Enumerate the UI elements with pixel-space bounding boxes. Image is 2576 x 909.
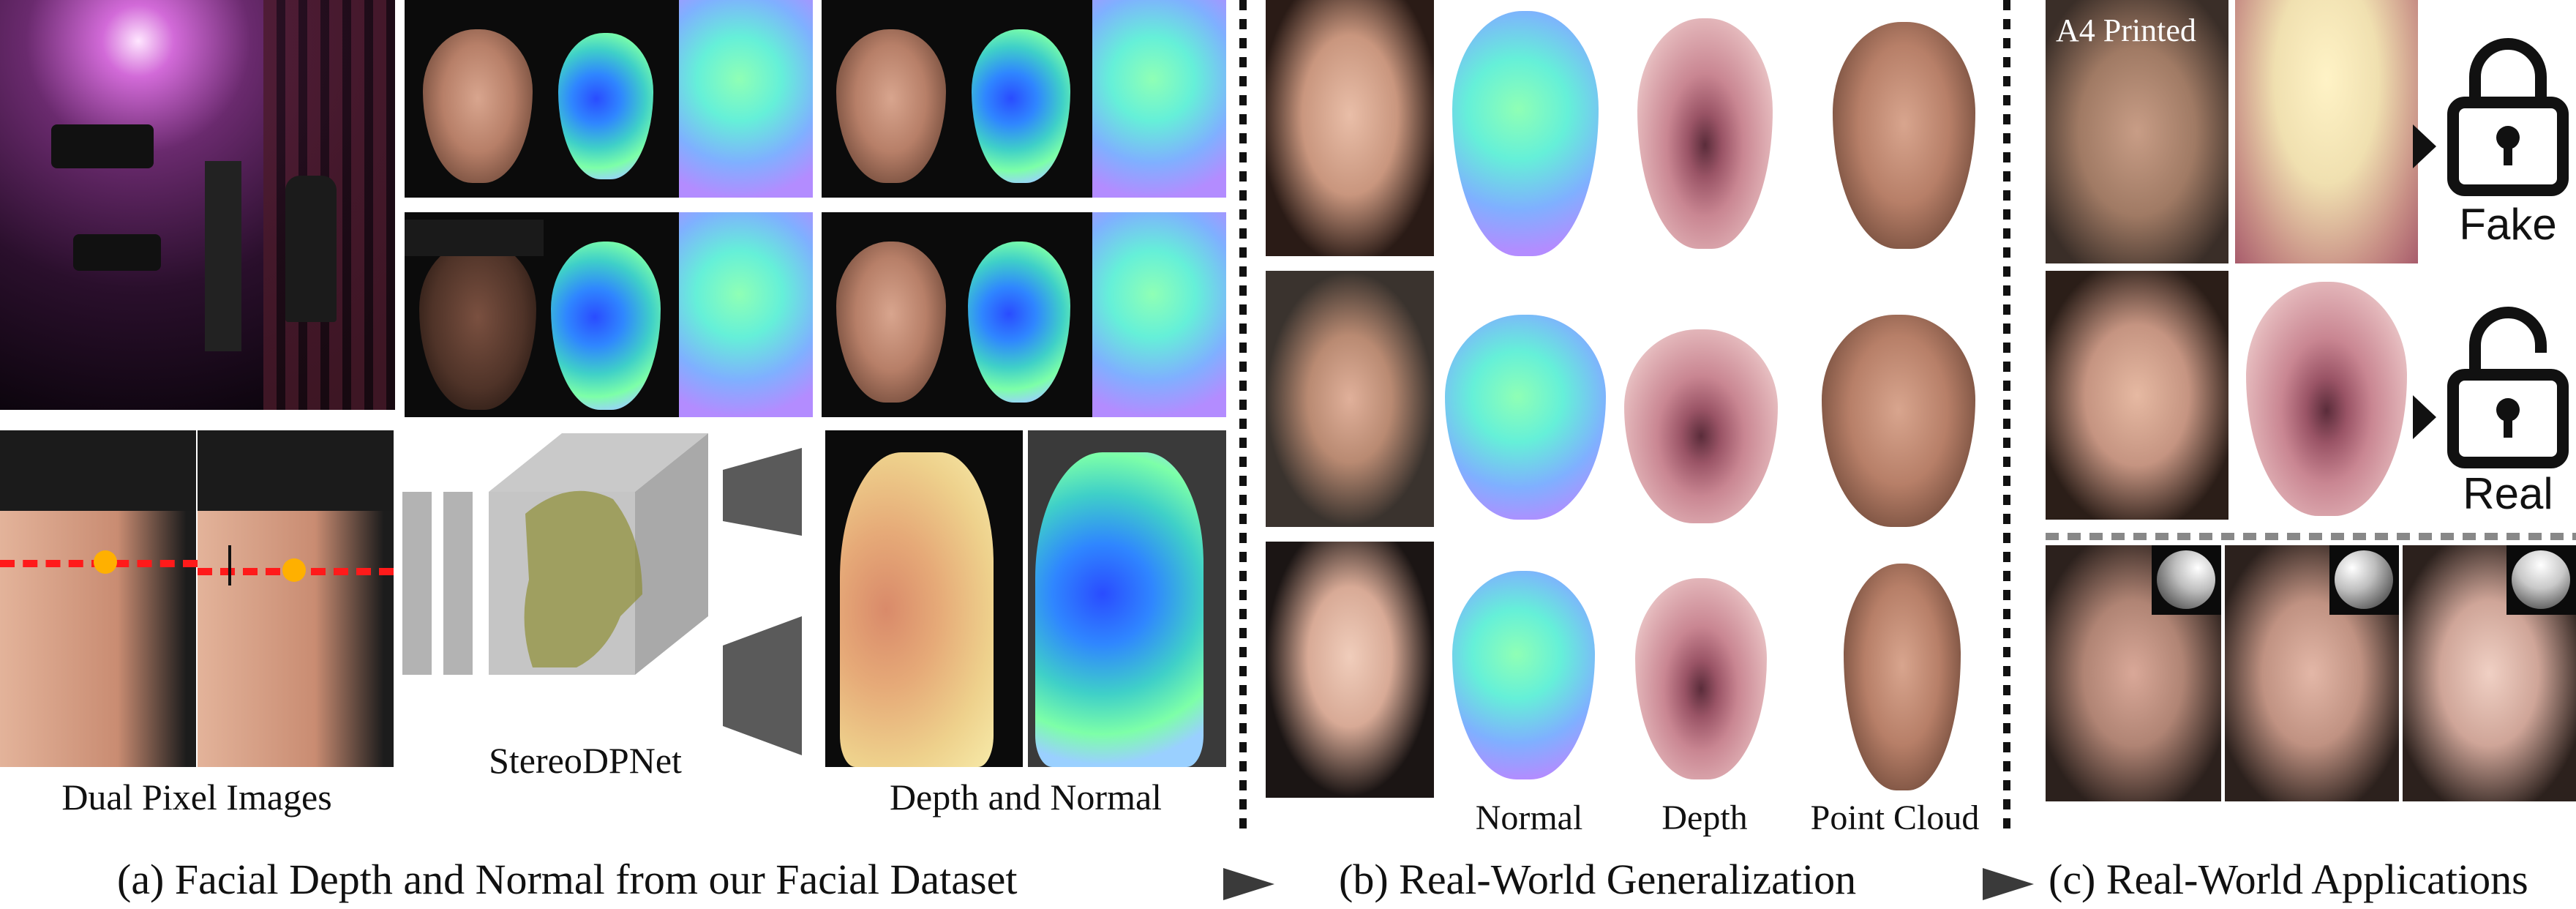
depth-map [972, 29, 1070, 183]
depth-map-3 [1635, 578, 1767, 779]
capture-rig-photo [0, 0, 395, 410]
portrait-photo-2 [1266, 271, 1434, 527]
face-photo [419, 242, 536, 410]
normal-label: Normal [1475, 798, 1583, 837]
lock-closed-icon [2447, 38, 2569, 196]
portrait-photo-3 [1266, 542, 1434, 798]
arrow-right-icon [2413, 124, 2436, 168]
fake-label: Fake [2459, 200, 2557, 249]
relit-face-3 [2403, 545, 2576, 801]
depth-map [558, 33, 653, 179]
sample-row2-set1 [405, 212, 813, 417]
correspondence-dot [282, 558, 306, 582]
output-depth-map [825, 430, 1023, 767]
face-photo [836, 242, 946, 403]
output-normal-map [1028, 430, 1226, 767]
decoder-trapezoid-top [723, 448, 802, 536]
depth-map [968, 242, 1070, 403]
lock-open-icon [2447, 307, 2569, 468]
point-cloud-2 [1822, 315, 1975, 527]
arrow-right-icon [1223, 868, 1274, 900]
light-sphere-icon [2152, 545, 2221, 615]
point-cloud-1 [1833, 22, 1975, 249]
relit-face-2 [2225, 545, 2399, 801]
real-label: Real [2463, 469, 2553, 518]
sample-row2-set2 [822, 212, 1226, 417]
section-divider [2003, 0, 2010, 834]
cube-side [635, 433, 708, 675]
face-volume [524, 490, 642, 667]
output-label: Depth and Normal [889, 777, 1163, 818]
section-divider [1239, 0, 1247, 834]
caption-c: (c) Real-World Applications [2049, 856, 2528, 903]
sample-row1-set2 [822, 0, 1226, 198]
arrow-right-icon [2413, 395, 2436, 439]
normal-map [679, 0, 813, 198]
printed-tag: A4 Printed [2056, 12, 2196, 48]
disparity-arrow-icon [228, 545, 231, 586]
light-sphere-icon [2329, 545, 2399, 615]
light-sphere-icon [2506, 545, 2576, 615]
printed-face-photo: A4 Printed [2046, 0, 2228, 263]
real-face-photo [2046, 271, 2228, 520]
normal-map-3 [1452, 571, 1595, 779]
depth-map-2 [1624, 329, 1778, 523]
depth-map-1 [1637, 18, 1773, 249]
headband [405, 220, 544, 256]
network-label: StereoDPNet [489, 740, 682, 781]
dual-pixel-label: Dual Pixel Images [61, 777, 332, 818]
normal-map [1092, 212, 1226, 417]
point-cloud-label: Point Cloud [1810, 798, 1980, 837]
dual-pixel-left-image [0, 430, 196, 767]
input-layer-2 [443, 492, 473, 675]
dual-pixel-right-image [198, 430, 394, 767]
depth-map [551, 242, 661, 410]
normal-map [1092, 0, 1226, 198]
sample-row1-set1 [405, 0, 813, 198]
face-photo [836, 29, 946, 183]
relit-face-1 [2046, 545, 2221, 801]
caption-a: (a) Facial Depth and Normal from our Fac… [117, 856, 1018, 903]
caption-b: (b) Real-World Generalization [1339, 856, 1857, 903]
network-diagram [402, 433, 802, 755]
correspondence-dot [94, 550, 117, 574]
printed-depth-map [2235, 0, 2418, 263]
real-depth-map [2246, 282, 2407, 516]
face-photo [423, 29, 533, 183]
portrait-photo-1 [1266, 0, 1434, 256]
section-c-divider [2046, 533, 2576, 540]
depth-label: Depth [1661, 798, 1748, 837]
point-cloud-3 [1844, 564, 1961, 790]
decoder-trapezoid-bottom [723, 616, 802, 755]
input-layer-1 [402, 492, 432, 675]
normal-map-1 [1452, 11, 1599, 256]
normal-map-2 [1445, 315, 1606, 520]
normal-map [679, 212, 813, 417]
arrow-right-icon [1983, 868, 2034, 900]
